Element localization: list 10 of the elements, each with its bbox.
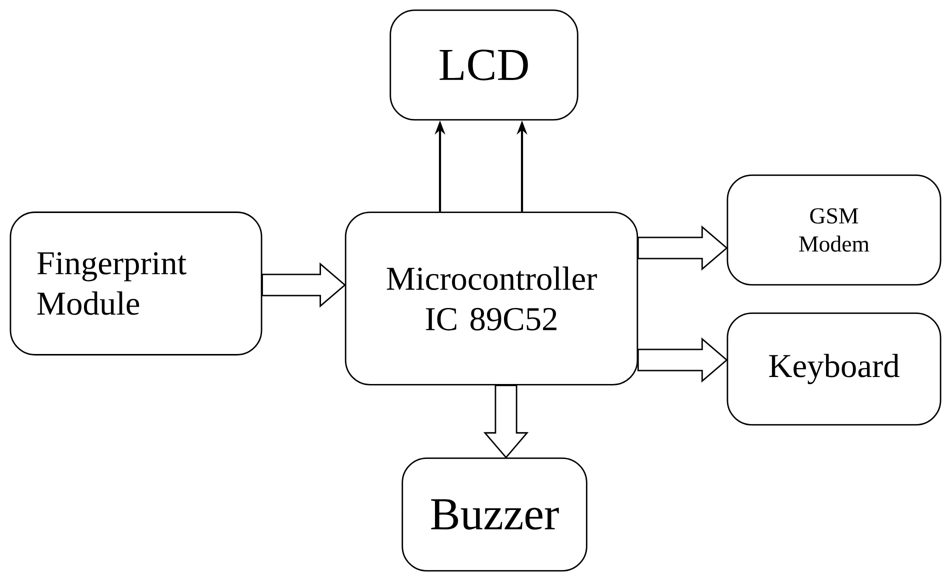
- block-arrow: [262, 262, 346, 308]
- block-box: Keyboard: [726, 312, 942, 426]
- block-box: Fingerprint Module: [10, 212, 262, 356]
- block-box: GSM Modem: [726, 174, 942, 286]
- block-box: Buzzer: [402, 457, 588, 572]
- block-arrow: [637, 337, 728, 383]
- block-arrow: [483, 384, 529, 459]
- block-box: LCD: [390, 9, 578, 121]
- block-arrow: [637, 225, 728, 271]
- block-box: Microcontroller IC 89C52: [344, 212, 638, 386]
